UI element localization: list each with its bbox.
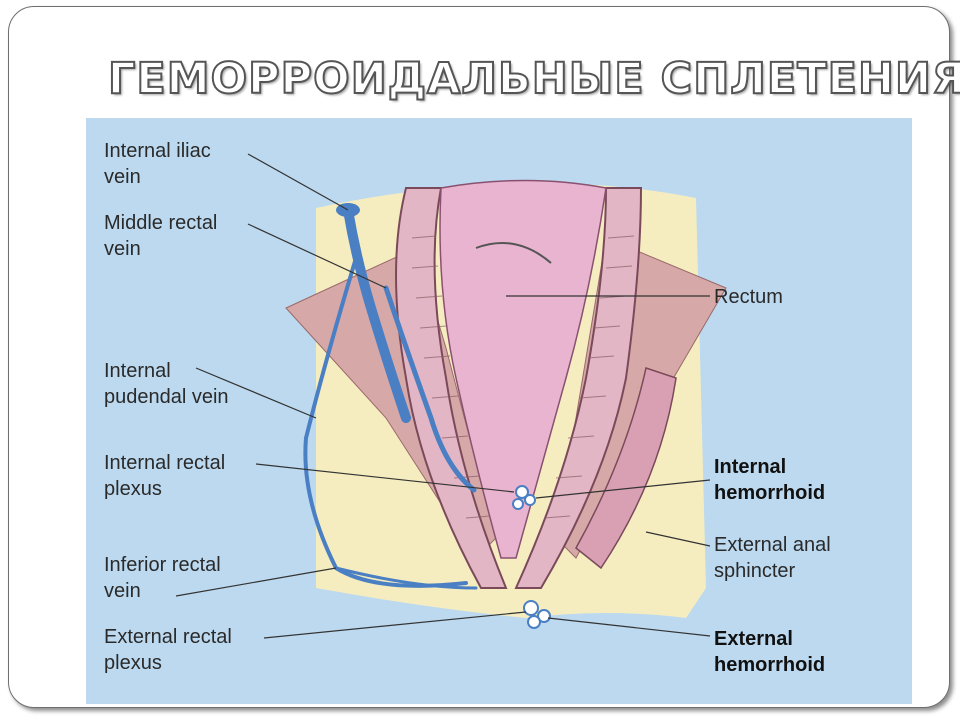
label-inferior-rectal-vein: Inferior rectal vein — [104, 554, 221, 602]
label-external-rectal-plexus: External rectal plexus — [104, 626, 232, 674]
rectal-fold — [475, 242, 552, 264]
label-rectum: Rectum — [714, 286, 783, 308]
inferior-rectal-vein — [334, 566, 478, 590]
label-external-anal-sphincter: External anal sphincter — [714, 534, 831, 582]
right-rectal-wall — [514, 187, 643, 589]
label-internal-hemorrhoid: Internal hemorrhoid — [714, 456, 826, 504]
label-external-hemorrhoid: External hemorrhoid — [714, 628, 826, 676]
internal-hemorrhoid-cluster — [512, 485, 536, 510]
slide-title: ГЕМОРРОИДАЛЬНЫЕ СПЛЕТЕНИЯ — [107, 53, 960, 105]
anatomy-figure: Internal iliac vein Middle rectal vein I… — [86, 118, 912, 704]
label-internal-rectal-plexus: Internal rectal plexus — [104, 452, 226, 500]
pudendal-vein — [303, 256, 468, 588]
anatomy-illustration — [175, 153, 727, 639]
label-middle-rectal-vein: Middle rectal vein — [104, 212, 218, 260]
external-sphincter — [575, 367, 677, 570]
middle-rectal-vein — [383, 285, 477, 493]
rectum-lumen — [439, 179, 607, 559]
internal-iliac-vein — [343, 205, 411, 423]
label-internal-pudendal-vein: Internal pudendal vein — [104, 360, 229, 408]
external-hemorrhoid-cluster — [523, 600, 551, 629]
label-internal-iliac-vein: Internal iliac vein — [104, 140, 211, 188]
